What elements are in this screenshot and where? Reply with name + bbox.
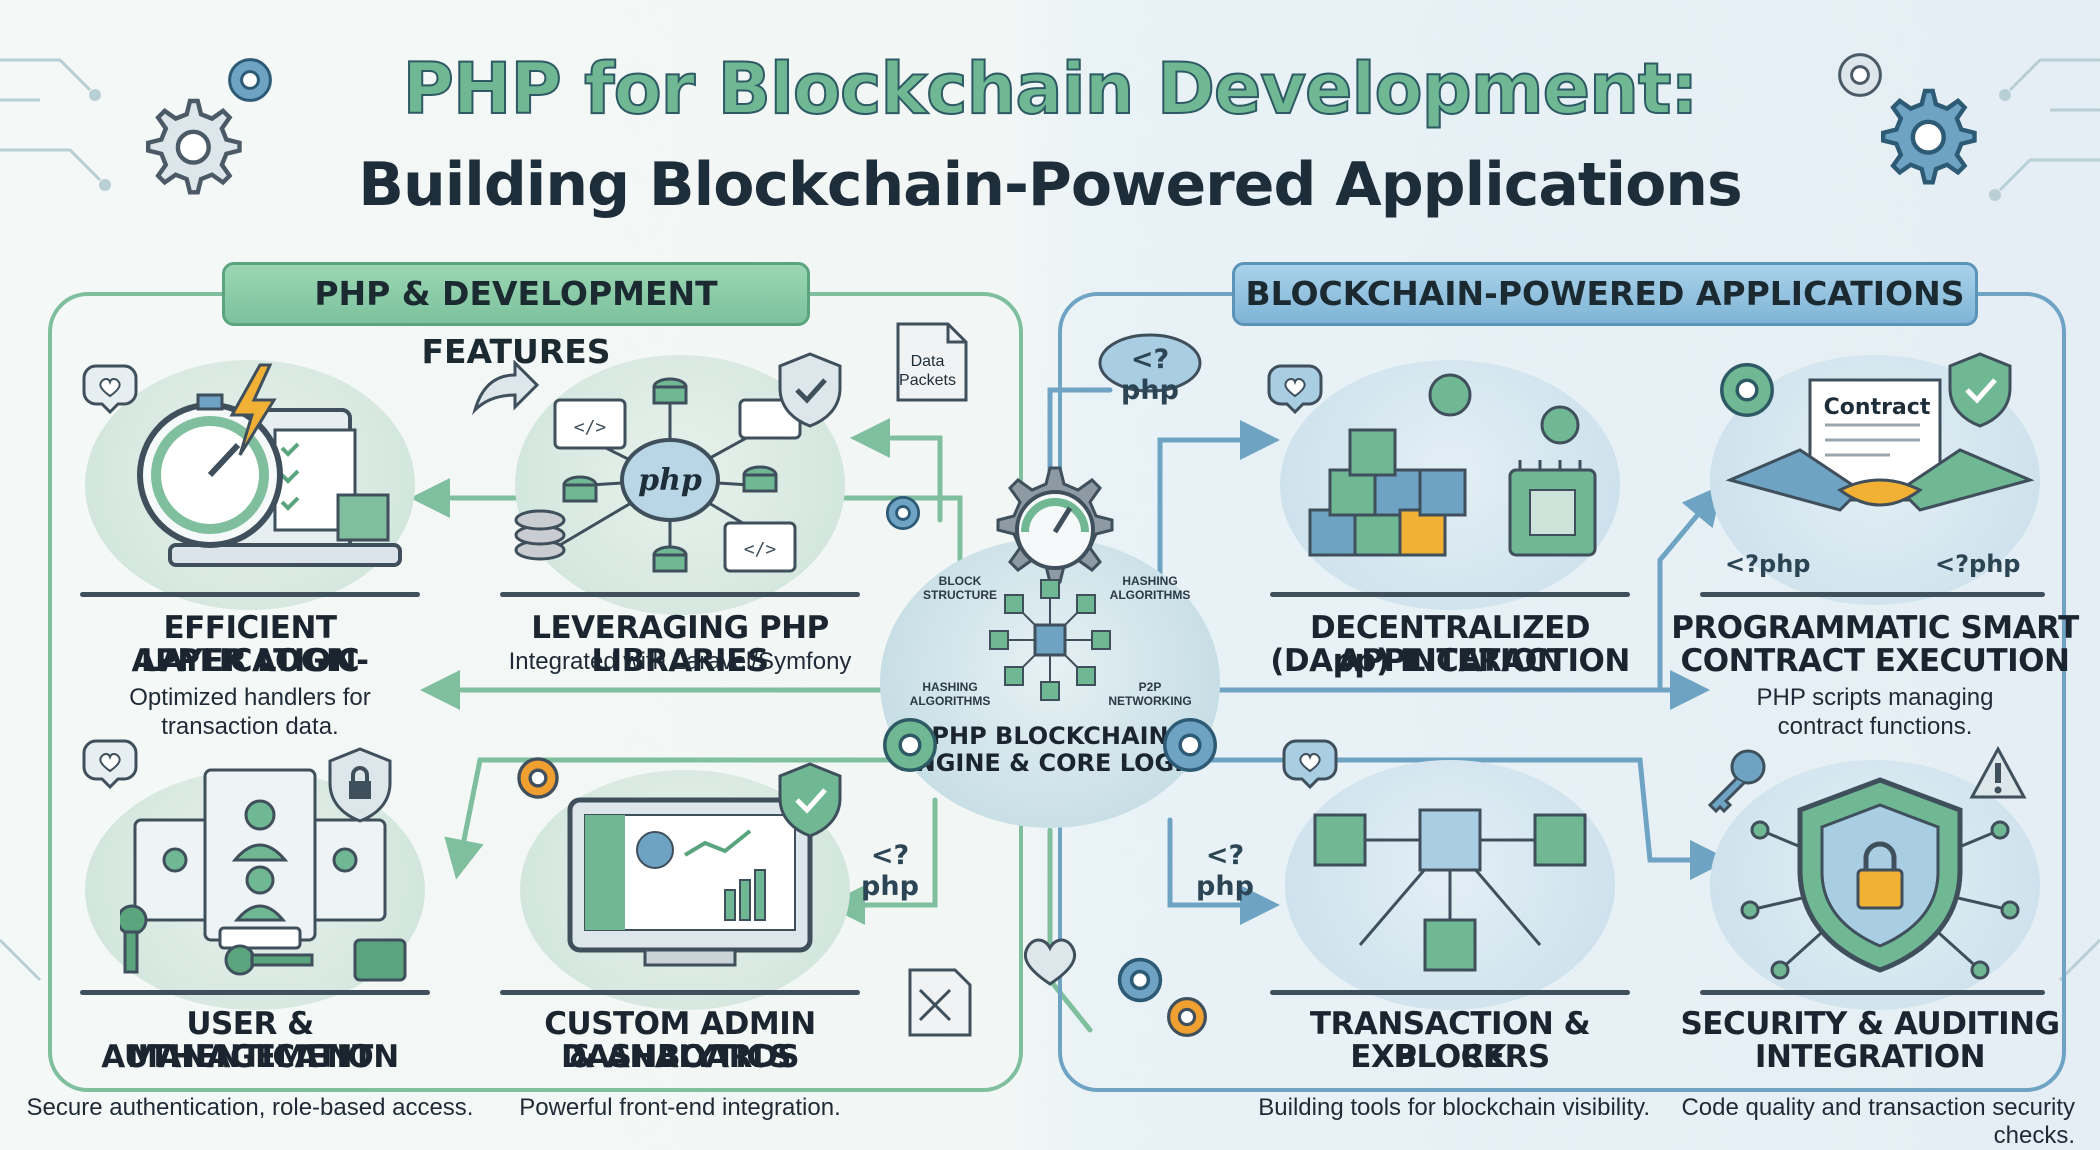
data-packets-label: Data Packets <box>899 353 956 389</box>
php-tag-left: <?php <box>861 840 919 902</box>
monitor-dashboard-icon <box>567 797 813 967</box>
user-profiles-icon <box>120 768 407 982</box>
divider <box>1700 592 2045 597</box>
php-tag-right: <?php <box>1196 840 1254 902</box>
dapp-blocks-chip-icon <box>1308 373 1597 557</box>
stopwatch-laptop-icon <box>137 363 402 567</box>
card-efficient-desc-2: transaction data. <box>161 713 339 740</box>
contract-label: Contract <box>1823 395 1931 420</box>
php-tag-contract-right: <?php <box>1935 550 2021 578</box>
card-explorers-desc: Building tools for blockchain visibility… <box>1258 1094 1650 1121</box>
heart-bubble-icon <box>82 364 138 415</box>
gear-icon <box>1838 53 1882 97</box>
shield-check-icon <box>778 352 842 428</box>
card-admin-desc: Powerful front-end integration. <box>519 1094 841 1121</box>
heart-bubble-icon <box>1282 739 1338 790</box>
card-explorers-title-1: TRANSACTION & BLOCK <box>1309 1006 1591 1075</box>
card-dapp-title-1: DECENTRALIZED APPLICATION <box>1310 610 1590 679</box>
core-title: PHP BLOCKCHAIN ENGINE & CORE LOGIC <box>899 722 1201 777</box>
card-smart-title-2: CONTRACT EXECUTION <box>1680 643 2070 679</box>
heart-bubble-icon <box>1267 364 1323 415</box>
gear-icon <box>885 495 921 531</box>
gear-icon <box>883 718 937 772</box>
core-label-block-structure: BLOCK STRUCTURE <box>923 574 997 602</box>
gear-icon <box>517 757 559 799</box>
divider <box>1700 990 2045 995</box>
contract-handshake-icon <box>1725 378 2035 512</box>
card-libraries-desc: Integrated with Laravel/Symfony <box>508 648 852 675</box>
php-logo: php <box>638 463 702 498</box>
card-efficient-desc-1: Optimized handlers for <box>129 684 371 711</box>
card-explorers-title-2: EXPLORERS <box>1350 1039 1550 1075</box>
card-security-title-1: SECURITY & AUDITING <box>1680 1006 2060 1042</box>
core-label-hashing-1: HASHING ALGORITHMS <box>1109 574 1191 602</box>
divider <box>80 592 420 597</box>
php-features-label: PHP & DEVELOPMENT FEATURES <box>222 262 810 371</box>
card-smart-desc-1: PHP scripts managing <box>1756 684 1994 711</box>
gauge-gear-icon <box>996 466 1114 584</box>
heart-icon <box>1024 938 1076 986</box>
heart-bubble-icon <box>82 739 138 790</box>
php-tag-top: <?php <box>1121 344 1179 406</box>
card-efficient-title-2: LAYER LOGIC <box>140 643 360 679</box>
shield-check-icon <box>1948 352 2012 428</box>
arrow-icon <box>471 360 540 416</box>
blockchain-apps-label: BLOCKCHAIN-POWERED APPLICATIONS <box>1232 262 1978 326</box>
divider <box>80 990 430 995</box>
fuel-can-icon <box>908 968 972 1037</box>
key-icon <box>1707 749 1766 814</box>
divider <box>1270 592 1630 597</box>
card-libraries-title: LEVERAGING PHP LIBRARIES <box>531 610 829 679</box>
gear-icon <box>1117 957 1163 1003</box>
gear-icon <box>1720 363 1774 417</box>
card-security-title-2: INTEGRATION <box>1754 1039 1986 1075</box>
card-auth-title-1: USER & AUTHENTICATION <box>101 1006 399 1075</box>
data-packets-icon <box>896 322 968 402</box>
shield-lock-network-icon <box>1740 777 2020 980</box>
php-tag-contract-left: <?php <box>1725 550 1811 578</box>
gear-icon <box>146 98 242 195</box>
gear-icon <box>1881 88 1977 185</box>
svg-text:</>: </> <box>574 417 607 438</box>
card-security-desc: Code quality and transaction security ch… <box>1681 1094 2075 1149</box>
card-admin-title-1: CUSTOM ADMIN DASHBOARDS <box>544 1006 816 1075</box>
divider <box>500 592 860 597</box>
gear-icon <box>228 58 272 102</box>
page-title: PHP for Blockchain Development: <box>402 47 1700 131</box>
card-smart-desc-2: contract functions. <box>1777 713 1973 740</box>
card-auth-desc: Secure authentication, role-based access… <box>26 1094 474 1121</box>
shield-lock-icon <box>328 747 392 823</box>
card-efficient-title-1: EFFICIENT APPLICATION- <box>131 610 369 679</box>
divider <box>500 990 860 995</box>
blockchain-network-icon <box>989 579 1111 701</box>
gear-icon <box>1163 718 1217 772</box>
core-label-p2p: P2P NETWORKING <box>1108 680 1192 708</box>
page-subtitle: Building Blockchain-Powered Applications <box>358 150 1742 220</box>
card-smart-title-1: PROGRAMMATIC SMART <box>1671 610 2079 646</box>
php-speech-bubble-icon <box>1098 333 1202 393</box>
card-dapp-title-2: (DApp) INTERACTION <box>1270 643 1630 679</box>
shield-check-icon <box>778 762 842 838</box>
warning-icon <box>1969 745 2027 799</box>
card-admin-title-2: & ANALYTICS <box>569 1039 791 1075</box>
divider <box>1270 990 1630 995</box>
gear-icon <box>1167 997 1207 1037</box>
core-label-hashing-2: HASHING ALGORITHMS <box>909 680 991 708</box>
php-library-network-icon: </> </> <box>514 377 802 573</box>
svg-text:</>: </> <box>744 539 777 560</box>
block-explorer-icon <box>1313 808 1587 972</box>
card-auth-title-2: MANAGEMENT <box>127 1039 373 1075</box>
